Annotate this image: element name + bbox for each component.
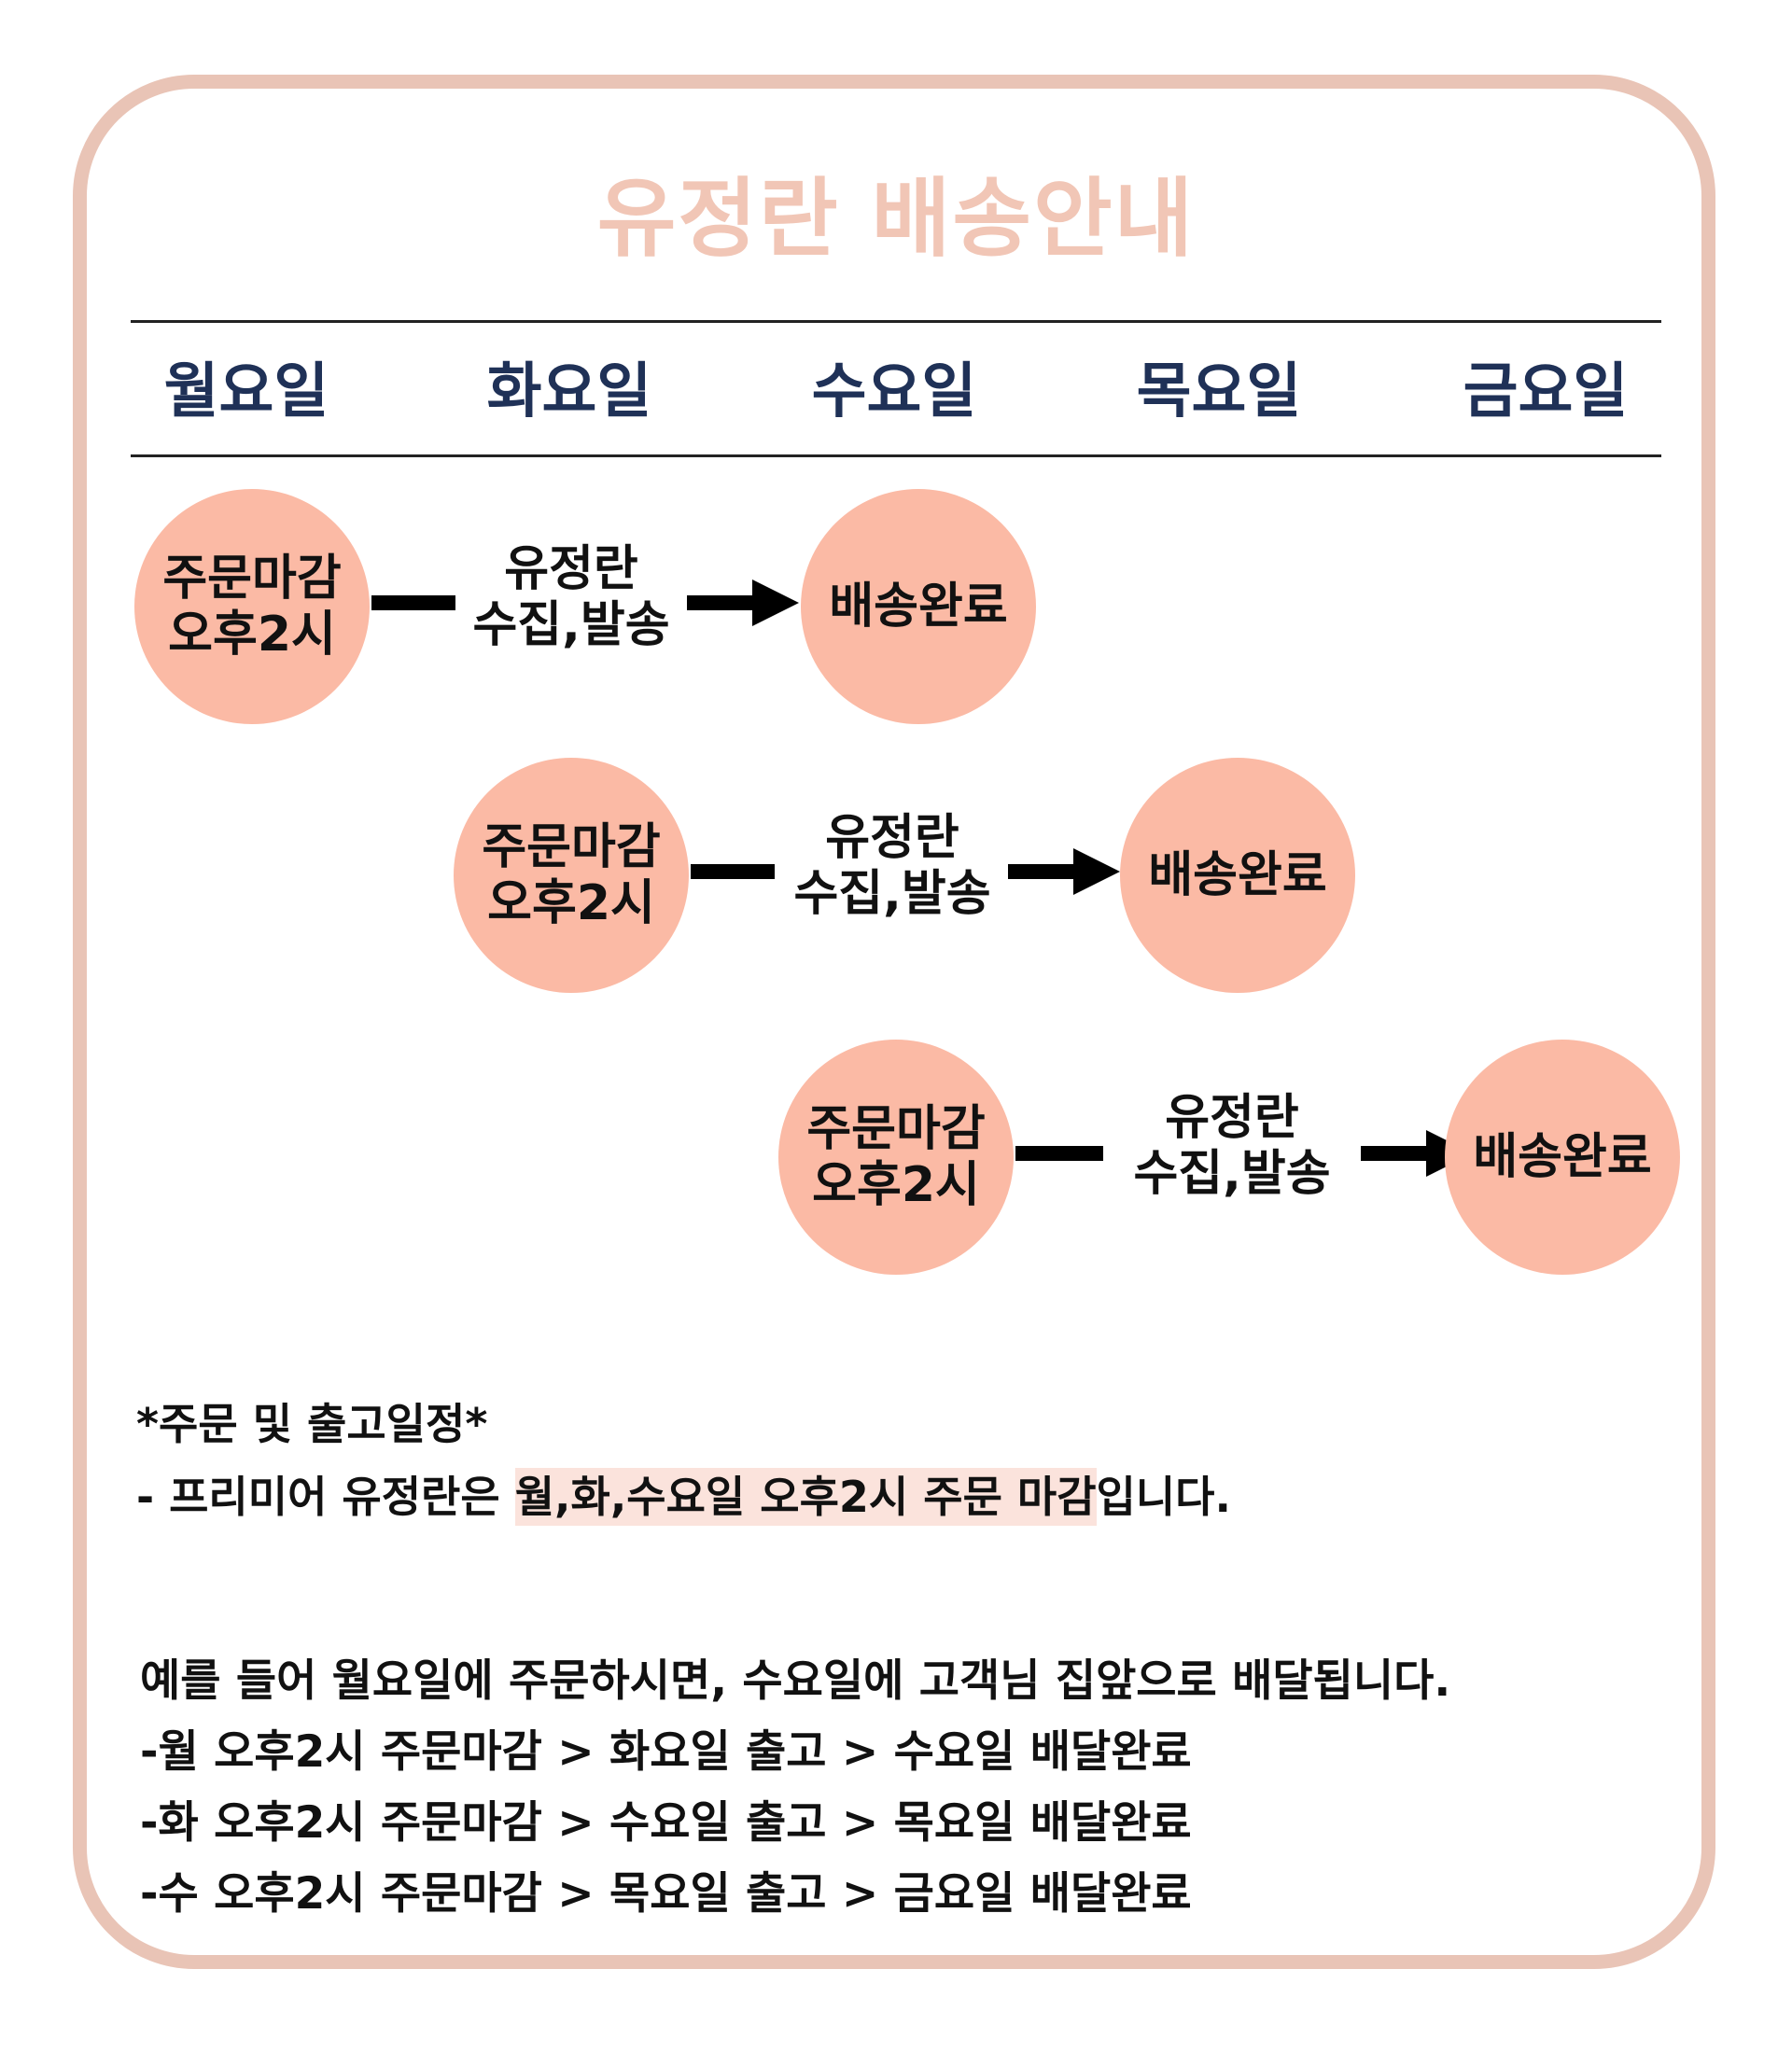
delivery-complete-circle: 배송완료 bbox=[801, 489, 1036, 724]
order-deadline-time: 오후2시 bbox=[168, 607, 336, 663]
day-header-thu: 목요일 bbox=[1136, 357, 1302, 426]
delivery-complete-label: 배송완료 bbox=[1148, 847, 1327, 903]
delivery-complete-circle: 배송완료 bbox=[1445, 1040, 1680, 1275]
schedule-heading: *주문 및 출고일정* bbox=[136, 1399, 488, 1449]
process-label-line1: 유정란 bbox=[825, 810, 959, 866]
process-label: 유정란 수집,발송 bbox=[780, 810, 1004, 922]
process-label-line1: 유정란 bbox=[504, 541, 638, 597]
schedule-note-prefix: - 프리미어 유정란은 bbox=[136, 1472, 515, 1522]
process-label-line2: 수집,발송 bbox=[1133, 1146, 1331, 1202]
connector-line bbox=[691, 864, 775, 879]
schedule-note-highlight: 월,화,수요일 오후2시 주문 마감 bbox=[514, 1468, 1097, 1526]
arrow-right-icon bbox=[687, 580, 799, 626]
example-line-wed: -수 오후2시 주문마감 > 목요일 출고 > 금요일 배달완료 bbox=[140, 1868, 1192, 1920]
arrow-right-icon bbox=[1008, 848, 1120, 895]
order-deadline-label: 주문마감 bbox=[162, 551, 342, 607]
example-line-tue: -화 오후2시 주문마감 > 수요일 출고 > 목요일 배달완료 bbox=[140, 1797, 1192, 1849]
page-title: 유정란 배송안내 bbox=[596, 169, 1196, 269]
order-deadline-label: 주문마감 bbox=[806, 1101, 986, 1157]
order-deadline-time: 오후2시 bbox=[487, 875, 655, 931]
order-deadline-circle: 주문마감 오후2시 bbox=[454, 758, 689, 993]
schedule-note: - 프리미어 유정란은 월,화,수요일 오후2시 주문 마감입니다. bbox=[136, 1463, 1231, 1526]
process-label-line2: 수집,발송 bbox=[793, 866, 991, 922]
connector-line bbox=[371, 595, 455, 610]
day-header-tue: 화요일 bbox=[486, 357, 652, 426]
top-divider bbox=[131, 320, 1661, 323]
connector-line bbox=[1015, 1146, 1103, 1161]
example-intro: 예를 들어 월요일에 주문하시면, 수요일에 고객님 집앞으로 배달됩니다. bbox=[140, 1655, 1451, 1707]
order-deadline-circle: 주문마감 오후2시 bbox=[778, 1040, 1014, 1275]
rounded-frame bbox=[73, 75, 1715, 1969]
example-line-mon: -월 오후2시 주문마감 > 화요일 출고 > 수요일 배달완료 bbox=[140, 1726, 1192, 1778]
process-label: 유정란 수집,발송 bbox=[459, 541, 683, 653]
order-deadline-label: 주문마감 bbox=[482, 819, 661, 875]
day-header-wed: 수요일 bbox=[811, 357, 977, 426]
delivery-complete-label: 배송완료 bbox=[829, 579, 1008, 635]
order-deadline-circle: 주문마감 오후2시 bbox=[134, 489, 370, 724]
process-label-line1: 유정란 bbox=[1165, 1090, 1299, 1146]
order-deadline-time: 오후2시 bbox=[812, 1157, 980, 1213]
process-label-line2: 수집,발송 bbox=[472, 597, 670, 653]
day-header-mon: 월요일 bbox=[163, 357, 329, 426]
bottom-divider bbox=[131, 454, 1661, 457]
schedule-note-suffix: 입니다. bbox=[1096, 1472, 1231, 1522]
process-label: 유정란 수집,발송 bbox=[1120, 1090, 1344, 1202]
delivery-complete-circle: 배송완료 bbox=[1120, 758, 1355, 993]
day-header-fri: 금요일 bbox=[1463, 357, 1629, 426]
delivery-complete-label: 배송완료 bbox=[1473, 1129, 1652, 1185]
